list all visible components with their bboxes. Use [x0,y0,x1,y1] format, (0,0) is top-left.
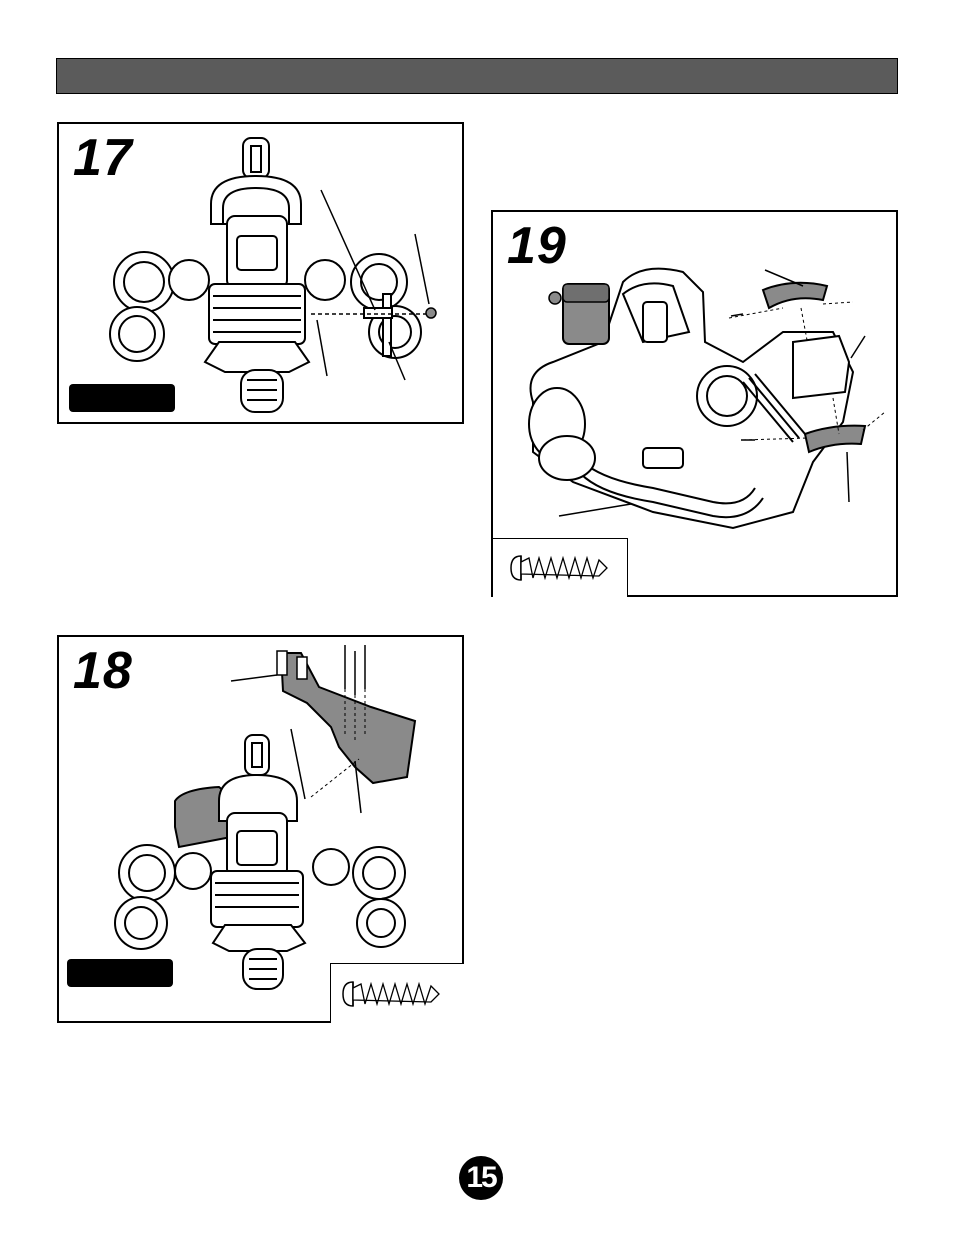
step-18-screw-inset [330,963,464,1023]
screw-icon [493,539,628,598]
page-number-badge: 15 [459,1156,503,1200]
section-header-bar [56,58,898,94]
screw-icon [331,964,465,1024]
step-17-illustration [59,124,466,426]
step-17-panel: 17 [57,122,464,424]
step-19-panel: 19 [491,210,898,597]
step-19-screw-inset [493,538,628,597]
step-18-panel: 18 [57,635,464,1023]
